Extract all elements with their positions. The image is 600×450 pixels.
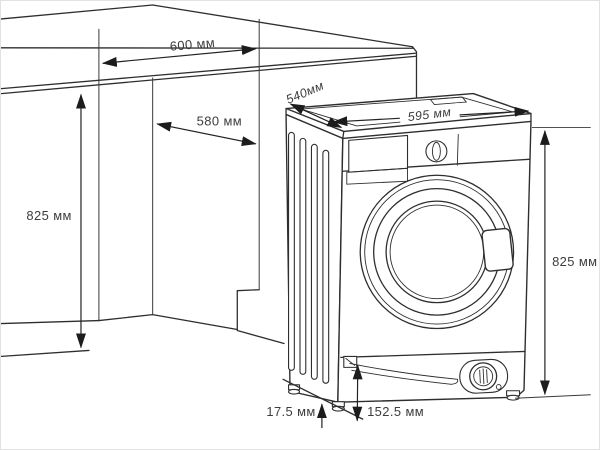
vent-slot-2	[299, 137, 307, 375]
cabinet-bottom-edge	[1, 319, 100, 325]
floor-line-left	[1, 349, 90, 358]
side-vents	[288, 131, 330, 384]
dimension-machine-width: 595 мм	[332, 102, 530, 127]
dim-label-152-5: 152.5 мм	[367, 404, 424, 419]
panel-divider	[456, 133, 459, 166]
control-panel	[342, 133, 530, 185]
floor-line-under-machine	[282, 378, 364, 420]
dim-label-825-left: 825 мм	[26, 208, 71, 223]
kick-panel	[340, 350, 526, 394]
vent-slot-3	[310, 143, 318, 380]
door-handle	[481, 227, 514, 272]
washing-machine	[282, 92, 532, 420]
dimension-niche-width: 600 мм	[101, 35, 257, 67]
vent-slot-1	[288, 131, 295, 371]
plinth-step	[236, 289, 260, 331]
door-outer-ring	[359, 174, 515, 330]
niche-floor-back	[98, 313, 238, 331]
dim-line-600	[101, 45, 257, 67]
dimension-niche-height: 825 мм	[26, 93, 86, 349]
dim-label-595-bg	[398, 102, 460, 126]
plinth-flap-end	[450, 378, 459, 385]
dim-label-540: 540мм	[284, 78, 326, 106]
program-knob-grip	[431, 141, 441, 161]
countertop-underside-1	[1, 52, 417, 90]
top-face-notch	[429, 96, 468, 106]
filter-screw	[495, 384, 502, 390]
vent-slot-4	[322, 149, 330, 384]
dim-label-825-right: 825 мм	[552, 254, 597, 269]
countertop-back-edge	[1, 4, 414, 48]
dimension-niche-depth: 580 мм	[156, 113, 257, 146]
dim-label-600: 600 мм	[169, 35, 215, 54]
filter-cap-slots	[479, 368, 488, 385]
detergent-drawer	[348, 134, 409, 173]
dimension-plinth-height: 152.5 мм	[352, 364, 424, 422]
countertop-corner	[411, 46, 418, 57]
porthole-door	[359, 174, 515, 330]
floor-behind-machine	[236, 329, 285, 345]
plinth-flap-bottom	[351, 369, 452, 385]
dim-label-580: 580 мм	[197, 113, 242, 128]
kick-panel-top	[340, 350, 526, 359]
dim-line-580	[156, 121, 257, 146]
dimension-machine-height: 825 мм	[515, 126, 597, 399]
dimension-floor-gap: 17.5 мм	[266, 403, 327, 429]
program-knob	[425, 140, 448, 163]
dim-label-595: 595 мм	[407, 105, 452, 124]
kitchen-cabinet	[1, 4, 418, 358]
countertop-underside-2	[1, 55, 418, 95]
dim-label-17-5: 17.5 мм	[266, 404, 315, 419]
drain-filter	[459, 358, 509, 394]
foot-back-left-base	[288, 388, 301, 395]
top-slab-front-corner	[342, 130, 345, 140]
filter-cap-inner	[473, 366, 494, 387]
ext-line-825-bottom	[515, 394, 591, 399]
filter-cap-outer	[469, 362, 498, 391]
